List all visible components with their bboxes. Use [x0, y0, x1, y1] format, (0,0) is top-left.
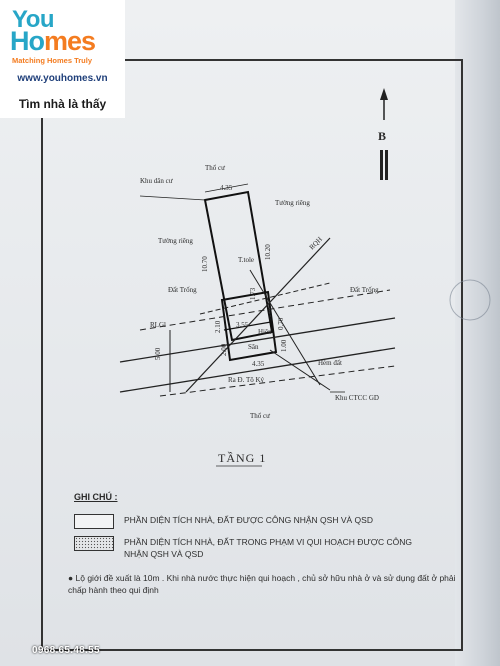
dim-left-small-b: 2.00: [220, 343, 228, 356]
note-text: Lộ giới đề xuất là 10m . Khi nhà nước th…: [68, 573, 456, 595]
legend-item: PHẦN DIỆN TÍCH NHÀ, ĐẤT ĐƯỢC CÔNG NHẬN Q…: [74, 514, 373, 529]
dim-diag: 1.73: [249, 287, 257, 300]
logo-brand-you: You: [12, 6, 55, 33]
khu-dan-cu-leader: [139, 195, 206, 201]
rqh-line: [185, 237, 331, 393]
legend-note: ● Lộ giới đề xuất là 10m . Khi nhà nước …: [68, 572, 463, 596]
label-rqh: RQH: [308, 235, 324, 251]
label-t-tole: T.tole: [238, 256, 254, 264]
bullet-icon: ●: [68, 573, 74, 583]
label-hem-dat: Hẻm đất: [318, 359, 342, 367]
label-san: Sân: [248, 343, 259, 351]
label-tho-cu-bottom: Thổ cư: [250, 412, 270, 420]
floor-title: TẦNG 1: [218, 450, 266, 465]
north-arrow: B: [378, 88, 388, 180]
road-edge-1: [119, 317, 396, 363]
road-boundary-2: [159, 365, 396, 397]
label-hien: Hiên: [258, 328, 272, 336]
logo-tagline: Matching Homes Truly: [12, 56, 93, 65]
legend-title: GHI CHÚ :: [74, 492, 118, 502]
label-tuong-rieng-left: Tường riêng: [158, 237, 193, 245]
label-tuong-rieng-right: Tường riêng: [275, 199, 310, 207]
label-khu-dan-cu: Khu dân cư: [140, 177, 173, 185]
dim-bottom-width: 4.35: [252, 360, 265, 368]
dim-right-small-a: 0.70: [277, 317, 285, 330]
drawing-frame: [41, 59, 463, 651]
logo-brand-homes: Homes: [10, 26, 96, 56]
logo-url[interactable]: www.youhomes.vn: [0, 70, 125, 88]
dim-right-height: 10.20: [264, 244, 272, 260]
legend-item-text: PHẦN DIỆN TÍCH NHÀ, ĐẤT ĐƯỢC CÔNG NHẬN Q…: [124, 515, 373, 525]
road-edge-2: [119, 347, 396, 393]
legend-swatch-plain: [74, 514, 114, 529]
label-tho-cu-top: Thổ cư: [205, 164, 225, 172]
dim-inner-width: 3.55: [236, 321, 249, 329]
dim-left-small-a: 2.10: [214, 320, 222, 333]
legend-item-text: PHẦN DIỆN TÍCH NHÀ, ĐẤT TRONG PHẠM VI QU…: [124, 537, 412, 559]
lead-line-ctcc: [249, 269, 321, 386]
lot-outline: [203, 190, 274, 342]
dim-right-small-b: 1.00: [280, 339, 288, 352]
front-area: [220, 290, 278, 362]
dim-road-width: 5.00: [154, 347, 162, 360]
dim-left-height: 10.70: [201, 256, 209, 272]
legend-swatch-dotted: [74, 536, 114, 551]
watermark-phone: 0968.65.48.55: [32, 645, 100, 656]
road-boundary-1: [139, 289, 391, 331]
label-dat-trong-right: Đất Trống: [350, 286, 379, 294]
north-label: B: [378, 129, 386, 143]
legend-item: PHẦN DIỆN TÍCH NHÀ, ĐẤT TRONG PHẠM VI QU…: [74, 536, 434, 560]
label-ra-duong: Ra Đ. Tô Ký: [228, 376, 265, 384]
youhomes-logo[interactable]: You Homes Matching Homes Truly www.youho…: [0, 0, 125, 118]
dim-top-width: 4.35: [220, 184, 233, 192]
label-ld-gioi: RLGl: [150, 321, 166, 329]
logo-slogan: Tìm nhà là thấy: [0, 92, 125, 116]
stamp-mark: [449, 279, 491, 321]
label-dat-trong-left: Đất Trống: [168, 286, 197, 294]
label-khu-ctcc: Khu CTCC GD: [335, 394, 379, 402]
